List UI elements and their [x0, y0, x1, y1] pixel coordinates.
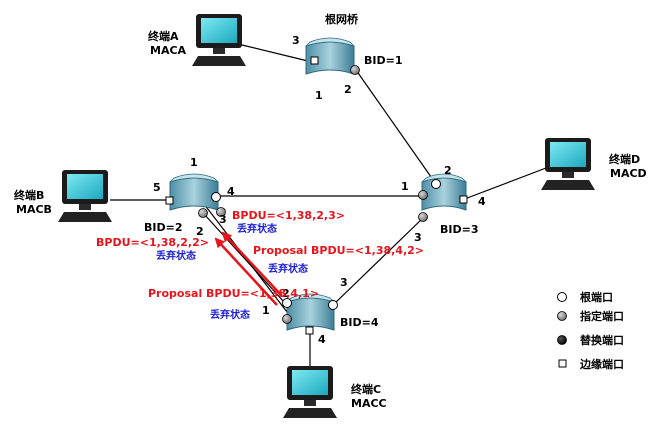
terminal-c-name: 终端C — [351, 382, 381, 396]
bid4-port-4-label: 4 — [318, 333, 326, 346]
bid2-port-3-label: 3 — [219, 213, 227, 226]
proposal-arrows — [214, 231, 283, 306]
bid3-port-4-label: 4 — [478, 195, 486, 208]
bid2-number: 1 — [190, 156, 198, 169]
bpdu-message-2-3: BPDU=<1,38,2,3> — [232, 209, 345, 222]
terminal-d-computer-icon[interactable] — [541, 138, 595, 190]
bid3-port-1-label: 1 — [401, 180, 409, 193]
terminal-b-computer-icon[interactable] — [58, 170, 112, 222]
proposal-arrow-upper — [221, 231, 283, 297]
bid3-port-3-designated[interactable] — [418, 212, 428, 222]
legend-alternate-port-label: 替换端口 — [580, 333, 624, 347]
bid2-port-5-edge[interactable] — [165, 196, 174, 205]
discard-state-2: 丢弃状态 — [156, 249, 196, 262]
bid3-port-1-alternate[interactable] — [418, 190, 428, 200]
bid2-port-2-label: 2 — [196, 225, 204, 238]
bpdu-message-2-2: BPDU=<1,38,2,2> — [96, 236, 209, 249]
bid4-port-2-label: 2 — [282, 287, 290, 300]
legend-root-port-icon — [557, 292, 567, 302]
link-bid3-bid4 — [332, 217, 424, 306]
terminal-b-mac: MACB — [16, 203, 52, 216]
proposal-message-4-1: Proposal BPDU=<1,38,4,1> — [148, 287, 319, 300]
bid2-port-3-designated[interactable] — [216, 207, 226, 217]
bid4-port-1-label: 1 — [262, 304, 270, 317]
link-a-root — [237, 43, 313, 63]
root-bridge-port-2-label: 2 — [344, 83, 352, 96]
bid3-port-2-root[interactable] — [431, 179, 441, 189]
legend-edge-port-label: 边缘端口 — [579, 357, 624, 371]
bid2-port-4-label: 4 — [227, 185, 235, 198]
legend: 根端口 指定端口 替换端口 边缘端口 — [557, 290, 624, 371]
legend-root-port-label: 根端口 — [580, 290, 613, 304]
root-bridge-caption: 根网桥 — [325, 12, 359, 26]
ports — [165, 56, 468, 335]
bridge-bid2[interactable] — [169, 173, 219, 211]
root-bridge-port-3-label: 3 — [292, 34, 300, 47]
proposal-message-4-2: Proposal BPDU=<1,38,4,2> — [253, 244, 424, 257]
terminal-a-name: 终端A — [148, 29, 179, 43]
bid3-port-3-label: 3 — [414, 231, 422, 244]
bridge-bid3[interactable] — [421, 173, 467, 211]
links — [110, 43, 547, 366]
legend-designated-port-label: 指定端口 — [580, 309, 624, 323]
legend-designated-port-icon — [557, 311, 567, 321]
link-bid2-bid4-a — [203, 213, 286, 304]
bid4-port-2[interactable] — [282, 298, 292, 308]
bid4-bid: BID=4 — [340, 316, 379, 329]
link-bid3-d — [461, 167, 547, 201]
terminal-a-computer-icon[interactable] — [192, 14, 246, 66]
bid2-port-4-root[interactable] — [211, 192, 221, 202]
bridge-bid4[interactable] — [286, 293, 335, 331]
bid2-port-2-designated[interactable] — [198, 208, 208, 218]
terminal-b-name: 终端B — [14, 188, 44, 202]
root-bridge-port-3-edge[interactable] — [310, 56, 319, 65]
root-bridge-port-1-label: 1 — [315, 89, 323, 102]
bid4-port-4-edge[interactable] — [305, 326, 314, 335]
terminal-c-computer-icon[interactable] — [283, 366, 337, 418]
discard-state-1: 丢弃状态 — [237, 222, 277, 235]
terminal-c-mac: MACC — [351, 397, 387, 410]
terminal-d-name: 终端D — [609, 152, 640, 166]
legend-alternate-port-icon — [557, 335, 567, 345]
terminal-d-mac: MACD — [610, 167, 647, 180]
bid4-port-3[interactable] — [328, 300, 338, 310]
discard-state-4: 丢弃状态 — [210, 308, 250, 321]
root-bridge-bid: BID=1 — [364, 54, 402, 67]
bridge-root[interactable] — [305, 37, 355, 75]
root-bridge-port-2-designated[interactable] — [350, 65, 360, 75]
proposal-arrow-lower — [214, 237, 278, 306]
terminal-a-mac: MACA — [150, 44, 187, 57]
bid4-port-1[interactable] — [282, 314, 292, 324]
bid4-port-3-label: 3 — [340, 276, 348, 289]
bid2-bid: BID=2 — [144, 221, 182, 234]
bid3-port-4-edge[interactable] — [459, 195, 468, 204]
bid3-bid: BID=3 — [440, 223, 478, 236]
link-root-bid3 — [355, 69, 437, 185]
legend-edge-port-icon — [558, 359, 567, 368]
bid2-port-5-label: 5 — [153, 181, 161, 194]
bid3-port-2-label: 2 — [444, 164, 452, 177]
discard-state-3: 丢弃状态 — [268, 262, 308, 275]
